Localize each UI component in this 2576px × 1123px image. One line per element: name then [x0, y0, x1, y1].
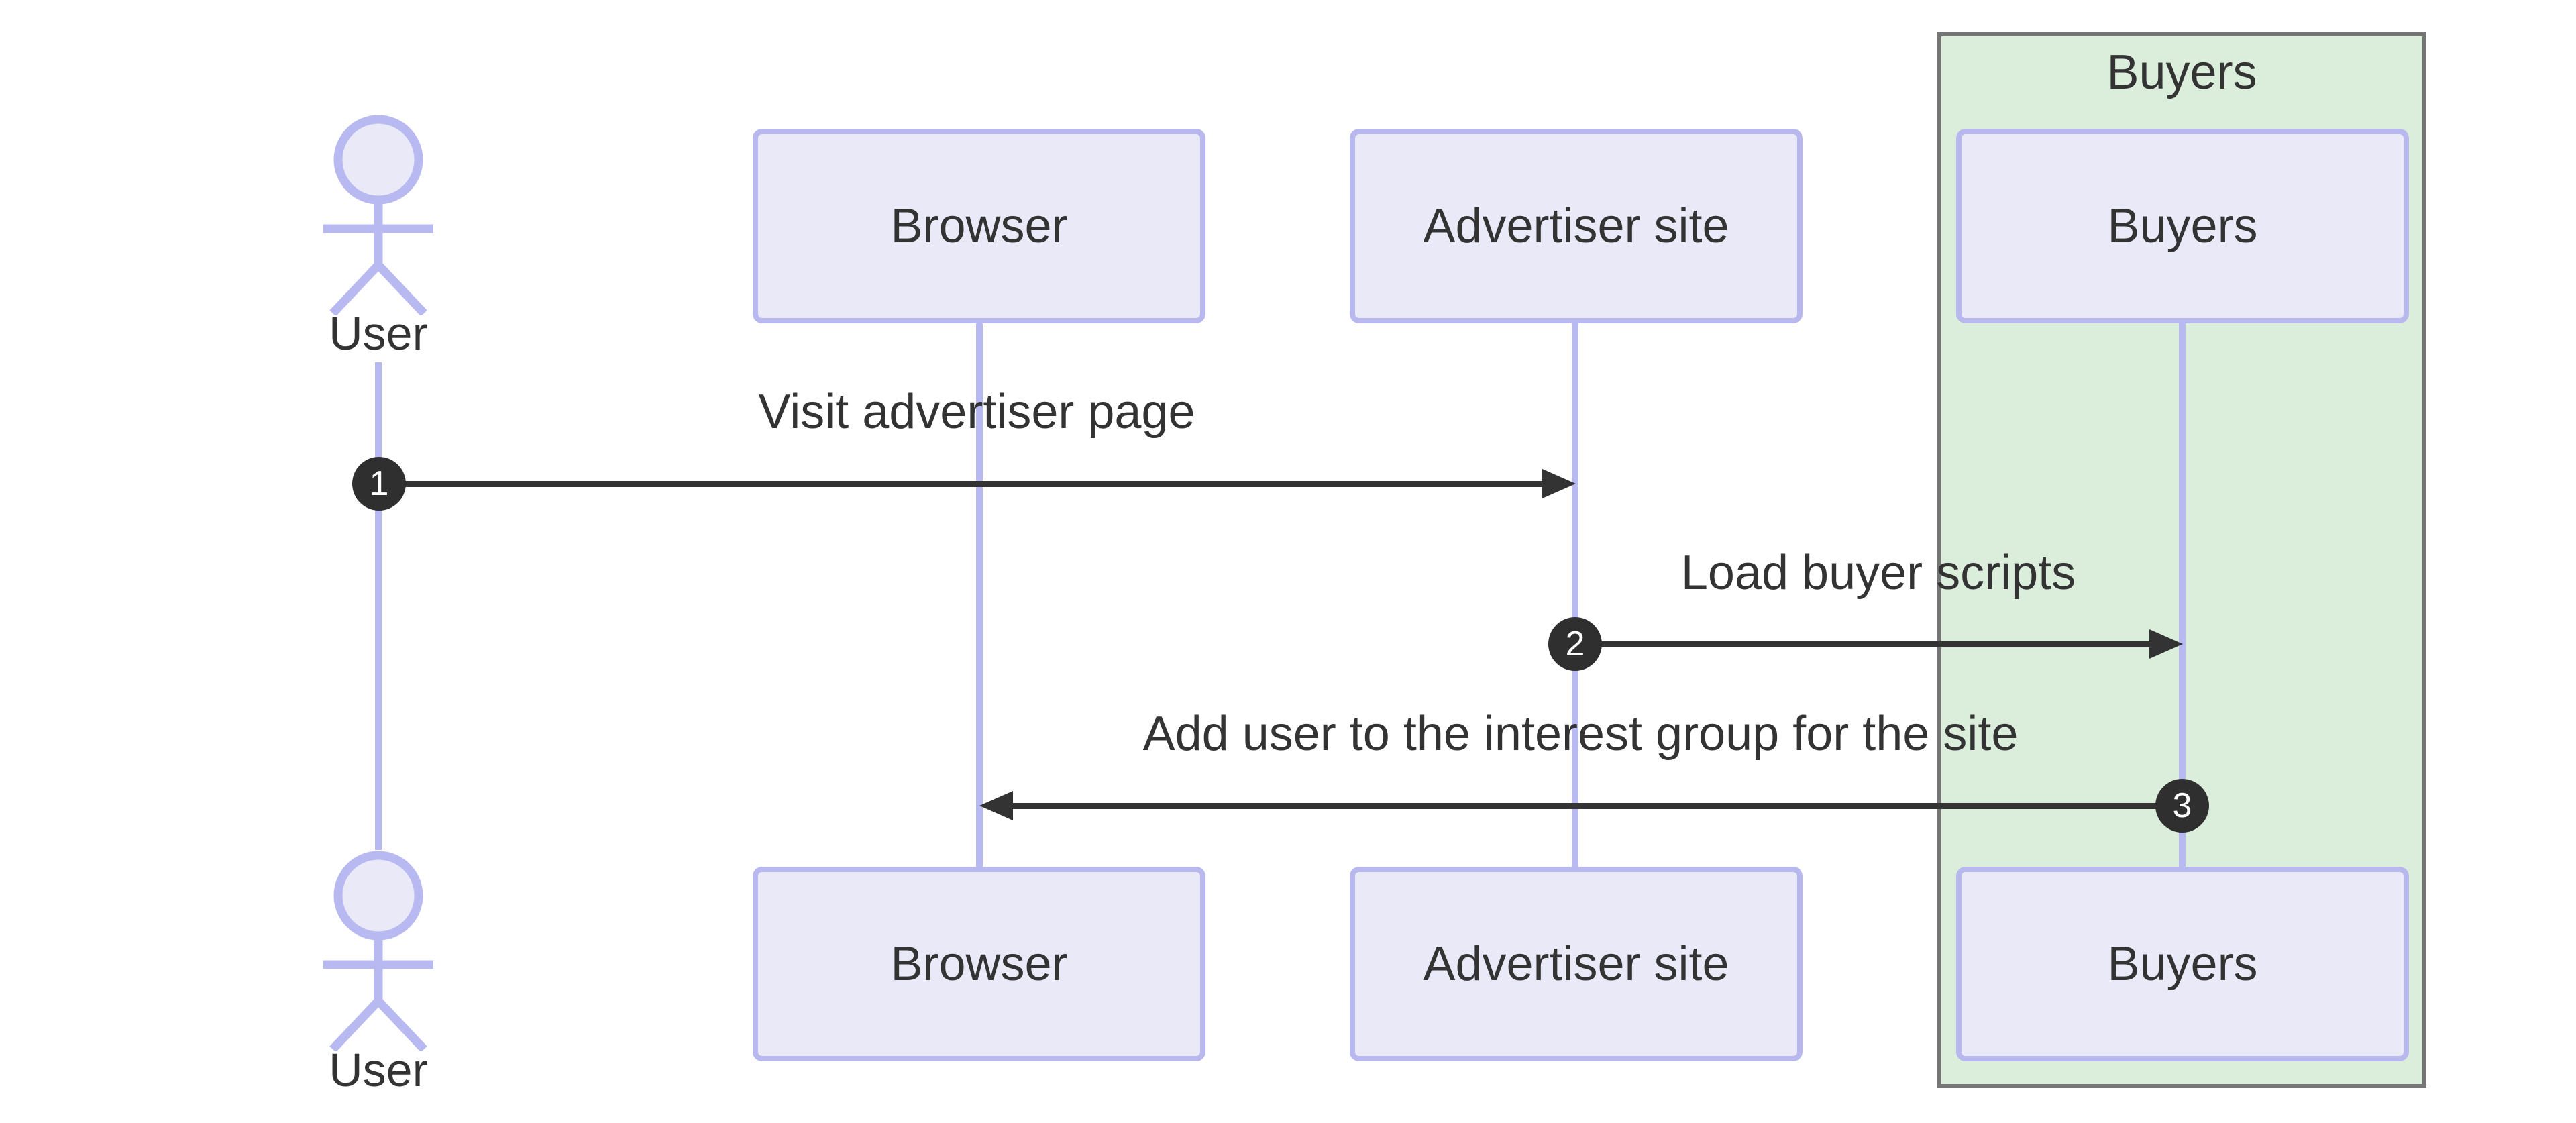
- participant-browser-label: Browser: [890, 199, 1068, 253]
- lifeline-advertiser-site: [1572, 323, 1578, 867]
- message-3-label: Add user to the interest group for the s…: [1142, 707, 2019, 761]
- user-actor-label-bottom: User: [329, 1044, 428, 1096]
- message-3-arrowhead-icon: [979, 791, 1013, 820]
- participant-advertiser-site-bottom: Advertiser site: [1350, 867, 1803, 1061]
- participant-browser-top: Browser: [753, 129, 1205, 323]
- lifeline-user: [375, 362, 382, 850]
- participant-advertiser-site-label: Advertiser site: [1423, 937, 1729, 991]
- participant-buyers-bottom: Buyers: [1956, 867, 2409, 1061]
- message-3-sequence-badge: 3: [2155, 779, 2209, 833]
- message-1-arrow-line: [379, 481, 1544, 487]
- participant-advertiser-site-label: Advertiser site: [1423, 199, 1729, 253]
- user-actor-label-top: User: [329, 307, 428, 360]
- message-2-label: Load buyer scripts: [1680, 546, 2076, 600]
- participant-buyers-top: Buyers: [1956, 129, 2409, 323]
- message-2-sequence-badge: 2: [1548, 617, 1602, 671]
- message-3-arrow-line: [1010, 803, 2182, 809]
- message-1-sequence-badge: 1: [352, 457, 406, 511]
- message-1-label: Visit advertiser page: [758, 385, 1195, 439]
- message-2-arrow-line: [1575, 641, 2152, 647]
- user-actor-icon: [323, 115, 433, 315]
- participant-buyers-label: Buyers: [2107, 937, 2258, 991]
- user-actor-icon: [323, 851, 433, 1051]
- participant-buyers-label: Buyers: [2107, 199, 2258, 253]
- participant-browser-bottom: Browser: [753, 867, 1205, 1061]
- message-1-arrowhead-icon: [1542, 469, 1576, 498]
- lifeline-browser: [976, 323, 983, 867]
- lifeline-buyers: [2179, 323, 2186, 867]
- participant-advertiser-site-top: Advertiser site: [1350, 129, 1803, 323]
- participant-browser-label: Browser: [890, 937, 1068, 991]
- message-2-arrowhead-icon: [2149, 629, 2183, 659]
- buyers-group-title: Buyers: [2106, 46, 2257, 99]
